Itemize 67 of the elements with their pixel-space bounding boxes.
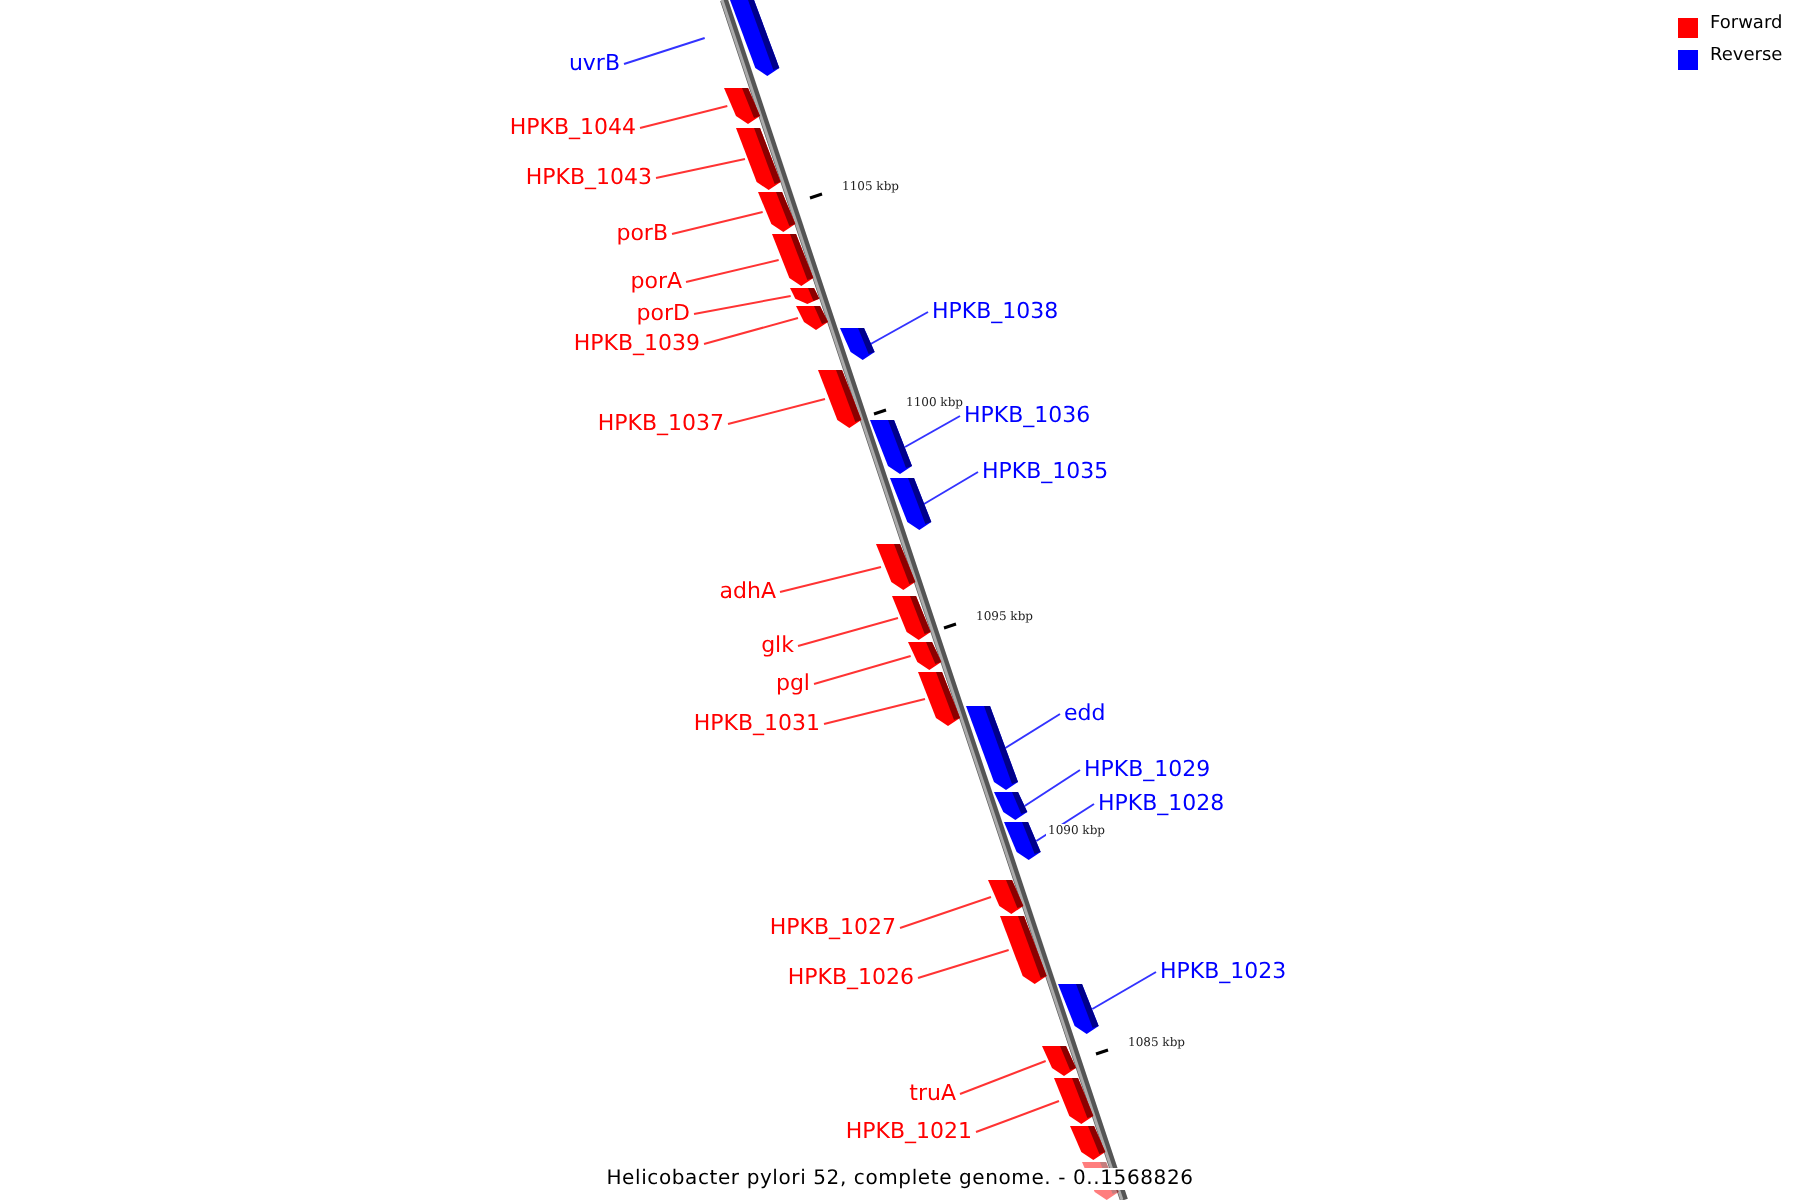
gene-label: porD bbox=[636, 300, 690, 326]
gene-block bbox=[1040, 1046, 1079, 1076]
gene-block bbox=[873, 544, 917, 590]
leader-line bbox=[727, 398, 826, 425]
gene-label: HPKB_1029 bbox=[1084, 756, 1211, 782]
gene-block bbox=[992, 792, 1030, 820]
leader-line bbox=[917, 949, 1010, 979]
gene-label: pgl bbox=[775, 670, 810, 696]
gene-block bbox=[963, 706, 1020, 790]
gene-label: HPKB_1035 bbox=[982, 458, 1109, 484]
gene-label: HPKB_1037 bbox=[597, 410, 724, 436]
gene-block bbox=[794, 306, 830, 330]
gene-label: HPKB_1021 bbox=[845, 1118, 972, 1144]
gene-block bbox=[985, 880, 1025, 914]
gene-label: HPKB_1036 bbox=[964, 402, 1091, 428]
leader-line bbox=[869, 311, 929, 345]
leader-line bbox=[671, 211, 764, 235]
leader-line bbox=[813, 655, 912, 685]
leader-line bbox=[975, 1100, 1060, 1133]
gene-label: edd bbox=[1064, 700, 1106, 726]
gene-block bbox=[887, 478, 933, 530]
leader-line bbox=[685, 259, 780, 283]
gene-label: HPKB_1043 bbox=[525, 164, 652, 190]
gene-label: porA bbox=[630, 268, 682, 294]
gene-block bbox=[728, 0, 782, 76]
leader-line bbox=[904, 415, 961, 448]
gene-block bbox=[721, 88, 762, 124]
gene-block bbox=[1051, 1078, 1095, 1124]
gene-label: adhA bbox=[719, 578, 776, 604]
gene-block bbox=[756, 192, 798, 232]
leader-line bbox=[823, 698, 926, 725]
gene-label: HPKB_1028 bbox=[1098, 790, 1225, 816]
gene-label: truA bbox=[909, 1080, 956, 1106]
leader-line bbox=[693, 295, 792, 315]
gene-label: porB bbox=[616, 220, 668, 246]
leader-line bbox=[623, 37, 706, 65]
gene-block bbox=[788, 288, 822, 304]
leader-line bbox=[779, 566, 882, 593]
gene-block bbox=[1067, 1126, 1107, 1160]
gene-block bbox=[837, 328, 876, 360]
gene-label: HPKB_1031 bbox=[693, 710, 820, 736]
gene-block bbox=[1056, 984, 1101, 1034]
gene-label: HPKB_1038 bbox=[932, 298, 1059, 324]
gene-label: HPKB_1023 bbox=[1160, 958, 1287, 984]
gene-label: HPKB_1044 bbox=[509, 114, 636, 140]
caption: Helicobacter pylori 52, complete genome. - 0..1568826 bbox=[602, 1168, 1198, 1190]
gene-block bbox=[1002, 822, 1043, 860]
gene-label: glk bbox=[761, 632, 794, 658]
legend-label: Forward bbox=[1710, 14, 1783, 34]
gene-label: uvrB bbox=[568, 50, 620, 76]
leader-line bbox=[703, 317, 799, 345]
leader-line bbox=[1091, 971, 1157, 1010]
leader-line bbox=[899, 896, 992, 929]
gene-label: HPKB_1026 bbox=[787, 964, 914, 990]
leader-line bbox=[1023, 769, 1081, 807]
gene-block bbox=[815, 370, 863, 428]
leader-line bbox=[959, 1060, 1047, 1095]
legend-label: Reverse bbox=[1710, 46, 1783, 66]
leader-line bbox=[923, 471, 979, 505]
leader-line bbox=[655, 158, 746, 179]
gene-block bbox=[868, 420, 914, 474]
gene-label: HPKB_1039 bbox=[573, 330, 700, 356]
gene-label: HPKB_1027 bbox=[769, 914, 896, 940]
leader-line bbox=[639, 105, 729, 129]
gene-block bbox=[906, 642, 944, 670]
leader-line bbox=[797, 617, 899, 647]
leader-line bbox=[1004, 713, 1061, 749]
